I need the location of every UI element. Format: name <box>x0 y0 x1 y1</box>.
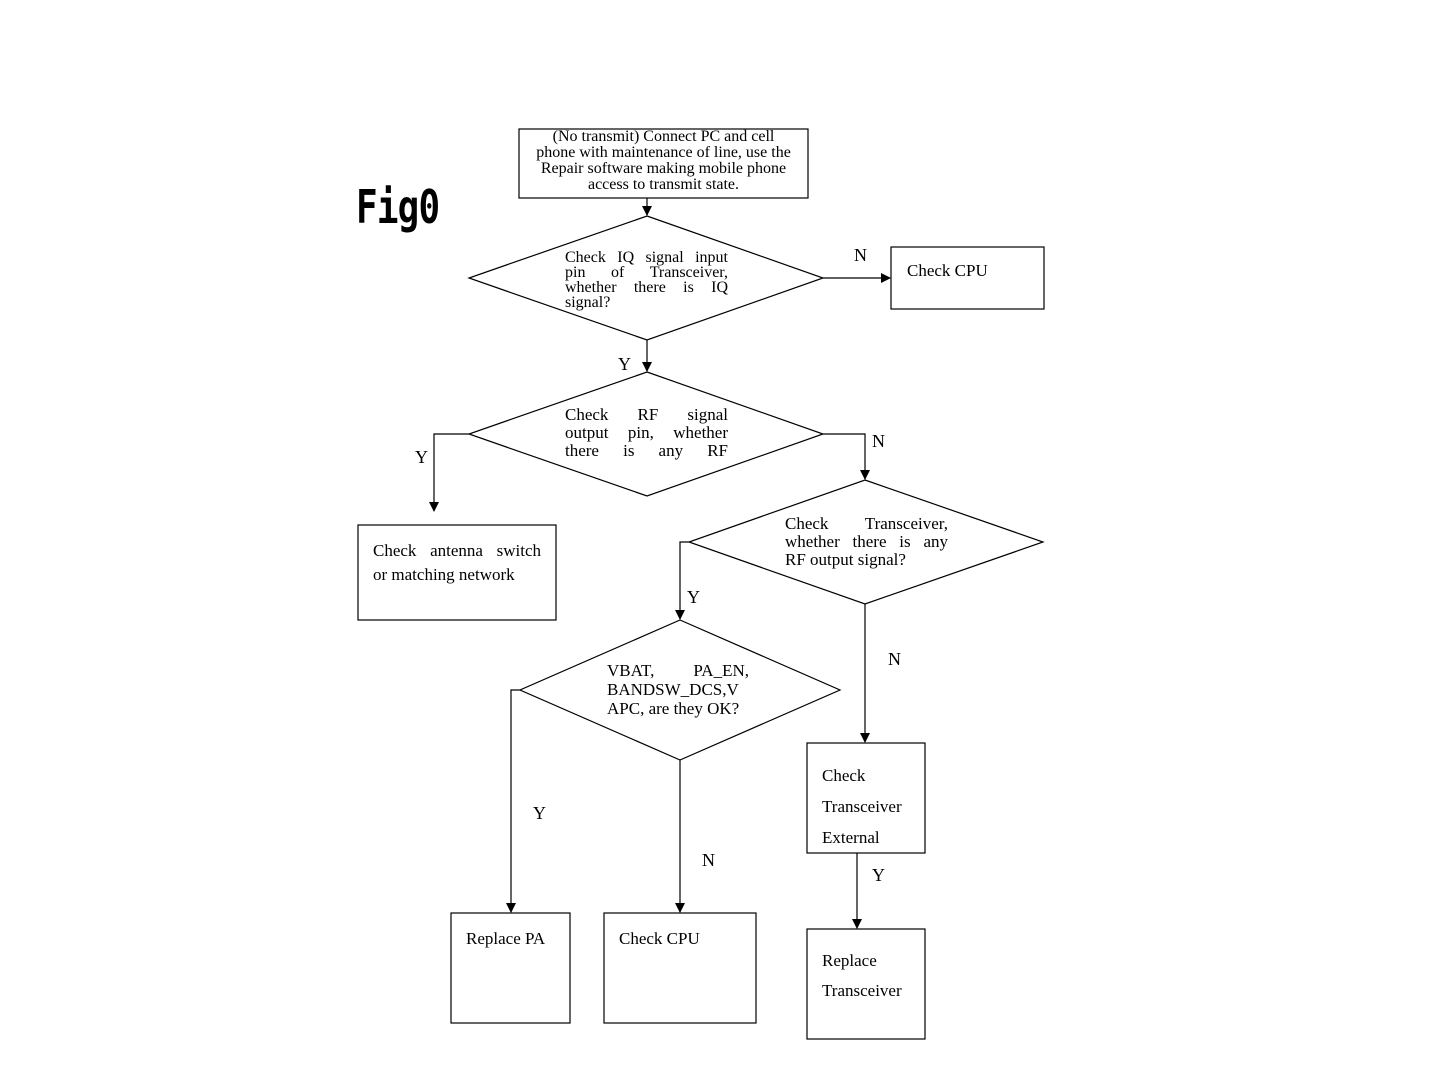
d3-line-3: RF output signal? <box>785 550 906 569</box>
d2-line-1: Check RF signal <box>565 405 728 424</box>
decision-d2-shape <box>467 371 825 497</box>
edge-label-d2-yes: Y <box>415 447 428 467</box>
d1-line-1: Check IQ signal input <box>565 249 728 266</box>
edge-label-d1-yes: Y <box>618 354 631 374</box>
ext-box-text: Check Transceiver External <box>822 760 902 853</box>
edge-label-d3-yes: Y <box>687 587 700 607</box>
antenna-line-1: Check antenna switch <box>373 541 541 560</box>
d4-line-2: BANDSW_DCS,V <box>607 680 739 699</box>
decision-d3-text: Check Transceiver, whether there is any … <box>785 515 948 569</box>
start-line-2: phone with maintenance of line, use the <box>536 144 791 161</box>
replace-trx-box-shape <box>806 928 926 1040</box>
ext-line-1: Check <box>822 766 866 785</box>
start-line-3: Repair software making mobile phone <box>540 160 787 177</box>
ext-line-3: External <box>822 828 880 847</box>
edge-d2-no <box>823 433 870 480</box>
d1-line-3: whether there is IQ <box>565 279 728 296</box>
replace-trx-line-2: Transceiver <box>822 981 902 1000</box>
d1-line-2: pin of Transceiver, <box>565 264 728 281</box>
replace-pa-label: Replace PA <box>466 929 546 948</box>
ext-box-shape <box>806 742 926 854</box>
edge-d4-yes <box>506 689 520 913</box>
d1-line-4: signal? <box>565 294 611 311</box>
edge-label-d2-no: N <box>872 431 885 451</box>
d3-line-2: whether there is any <box>785 532 948 551</box>
edge-d3-yes <box>675 541 689 620</box>
ext-line-2: Transceiver <box>822 797 902 816</box>
start-box-shape <box>518 128 809 199</box>
start-line-1: (No transmit) Connect PC and cell <box>552 128 775 145</box>
replace-trx-line-1: Replace <box>822 951 877 970</box>
antenna-line-2: or matching network <box>373 565 515 584</box>
d2-line-2: output pin, whether <box>565 423 728 442</box>
antenna-box-text: Check antenna switch or matching network <box>373 539 541 587</box>
edge-label-d4-no: N <box>702 850 715 870</box>
d4-line-1: VBAT, PA_EN, <box>607 661 749 680</box>
d4-line-3: APC, are they OK? <box>607 699 740 718</box>
replace-pa-box-shape <box>450 912 571 1024</box>
check-cpu-box-2-shape <box>603 912 757 1024</box>
edge-d2-yes <box>429 433 469 512</box>
edge-label-d3-no: N <box>888 649 901 669</box>
figure-label: Fig0 <box>356 180 440 234</box>
edge-label-d4-yes: Y <box>533 803 546 823</box>
check-cpu-box-1-shape <box>890 246 1045 310</box>
decision-d2-text: Check RF signal output pin, whether ther… <box>565 406 728 460</box>
edge-label-d1-no: N <box>854 245 867 265</box>
d2-line-3: there is any RF <box>565 441 728 460</box>
replace-trx-text: Replace Transceiver <box>822 946 902 1006</box>
antenna-box-shape <box>357 524 557 621</box>
start-box-text: (No transmit) Connect PC and cell phone … <box>519 129 808 198</box>
start-line-4: access to transmit state. <box>587 176 740 193</box>
edge-label-ext-yes: Y <box>872 865 885 885</box>
check-cpu-2-label: Check CPU <box>619 929 700 948</box>
decision-d1-text: Check IQ signal input pin of Transceiver… <box>565 249 728 311</box>
check-cpu-1-label: Check CPU <box>907 261 988 280</box>
d3-line-1: Check Transceiver, <box>785 514 948 533</box>
decision-d4-text: VBAT, PA_EN, BANDSW_DCS,V APC, are they … <box>607 661 749 718</box>
